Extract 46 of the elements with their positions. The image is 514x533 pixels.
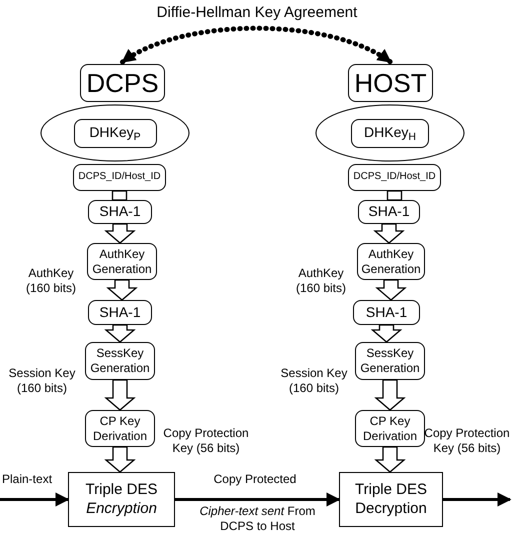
process-box: DHKey$_{H}$ (351, 118, 429, 148)
dotted-arrow (120, 26, 393, 64)
process-box: SHA-1 (353, 300, 420, 325)
block-arrow (104, 223, 136, 244)
process-box: DCPS (80, 64, 165, 102)
ellipse-outline (315, 104, 465, 162)
process-box: SessKey Generation (355, 342, 425, 380)
edge-label: Diffie-Hellman Key Agreement (156, 4, 358, 23)
edge-label: AuthKey (160 bits) (24, 266, 78, 296)
process-box: SHA-1 (88, 300, 152, 325)
edge-label: AuthKey (160 bits) (294, 266, 348, 296)
process-box: DHKey$_{P}$ (74, 118, 156, 148)
process-box: AuthKey Generation (87, 243, 157, 280)
block-arrow (370, 324, 402, 343)
process-box: CP Key Derivation (85, 410, 155, 447)
process-box: AuthKey Generation (357, 243, 425, 280)
arrow (175, 492, 340, 506)
block-arrow (374, 379, 406, 411)
process-box: SHA-1 (358, 200, 420, 224)
block-arrow (375, 279, 407, 301)
note-text: Cipher-text sent From DCPS to Host (198, 504, 316, 533)
arrow (443, 492, 512, 506)
edge-label: Copy Protection Key (56 bits) (162, 426, 250, 456)
block-arrow (106, 279, 138, 301)
process-box: SHA-1 (88, 200, 152, 224)
edge-label: Session Key (160 bits) (280, 366, 348, 396)
arrow (0, 492, 70, 506)
process-box: DCPS_ID/Host_ID (73, 164, 166, 191)
edge-label: Copy Protected (212, 472, 298, 487)
process-box: HOST (348, 64, 433, 102)
connector-stem (386, 190, 402, 201)
edge-label: Session Key (160 bits) (8, 366, 76, 396)
block-arrow (104, 324, 136, 343)
edge-label: Plain-text (2, 472, 54, 487)
process-box: DCPS_ID/Host_ID (348, 164, 441, 191)
process-box: SessKey Generation (85, 342, 155, 380)
block-arrow (104, 446, 136, 473)
connector-stem (112, 190, 128, 201)
process-box: CP Key Derivation (355, 410, 425, 447)
ellipse-outline (40, 104, 190, 162)
process-box: Triple DES Decryption (339, 472, 443, 527)
block-arrow (104, 379, 136, 411)
block-arrow (373, 223, 405, 244)
block-arrow (374, 446, 406, 473)
process-box: Triple DES Encryption (68, 472, 175, 527)
edge-label: Copy Protection Key (56 bits) (423, 426, 511, 456)
